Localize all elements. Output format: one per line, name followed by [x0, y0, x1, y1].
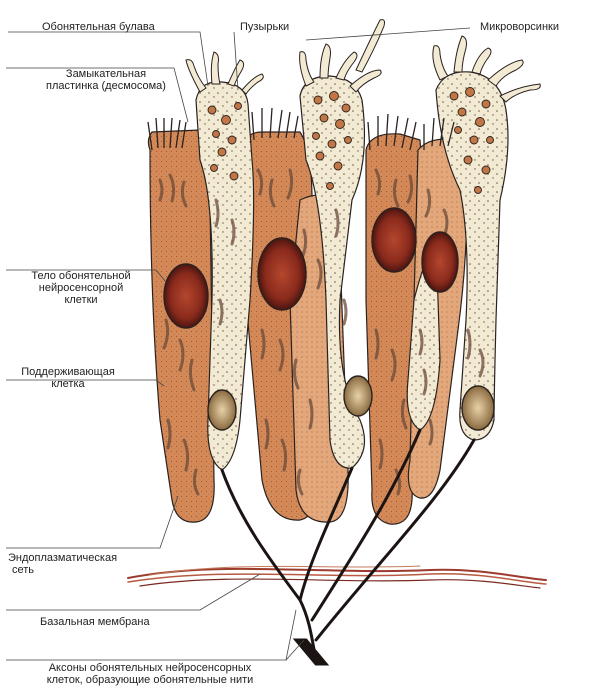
label-body-line-2: нейросенсорной — [6, 282, 156, 294]
label-er-line-2: сеть — [8, 564, 117, 576]
label-endoplasmic-reticulum: Эндоплазматическая сеть — [8, 552, 117, 576]
nucleus-small-2 — [344, 376, 372, 416]
label-support-line-1: Поддерживающая — [8, 366, 128, 378]
nucleus-1 — [164, 264, 208, 328]
label-microvilli: Микроворсинки — [480, 21, 559, 33]
label-basal-membrane: Базальная мембрана — [40, 616, 150, 628]
label-body-line-3: клетки — [6, 294, 156, 306]
label-vesicles: Пузырьки — [240, 21, 289, 33]
nucleus-small-3 — [462, 386, 494, 430]
label-axons-line-1: Аксоны обонятельных нейросенсорных — [4, 662, 296, 674]
label-desmosome-line-1: Замыкательная — [36, 68, 176, 80]
basal-membrane — [128, 566, 546, 588]
nucleus-3 — [372, 208, 416, 272]
label-supporting-cell: Поддерживающая клетка — [8, 366, 128, 390]
label-desmosome: Замыкательная пластинка (десмосома) — [36, 68, 176, 92]
label-neurosensory-body: Тело обонятельной нейросенсорной клетки — [6, 270, 156, 306]
label-body-line-1: Тело обонятельной — [6, 270, 156, 282]
nucleus-4 — [422, 232, 458, 292]
nucleus-small-1 — [208, 390, 236, 430]
label-axons-line-2: клеток, образующие обонятельные нити — [4, 674, 296, 686]
label-support-line-2: клетка — [8, 378, 128, 390]
label-olfactory-club: Обонятельная булава — [42, 21, 155, 33]
label-er-line-1: Эндоплазматическая — [8, 552, 117, 564]
label-axons: Аксоны обонятельных нейросенсорных клето… — [4, 662, 296, 686]
label-desmosome-line-2: пластинка (десмосома) — [36, 80, 176, 92]
nucleus-2 — [258, 238, 306, 310]
